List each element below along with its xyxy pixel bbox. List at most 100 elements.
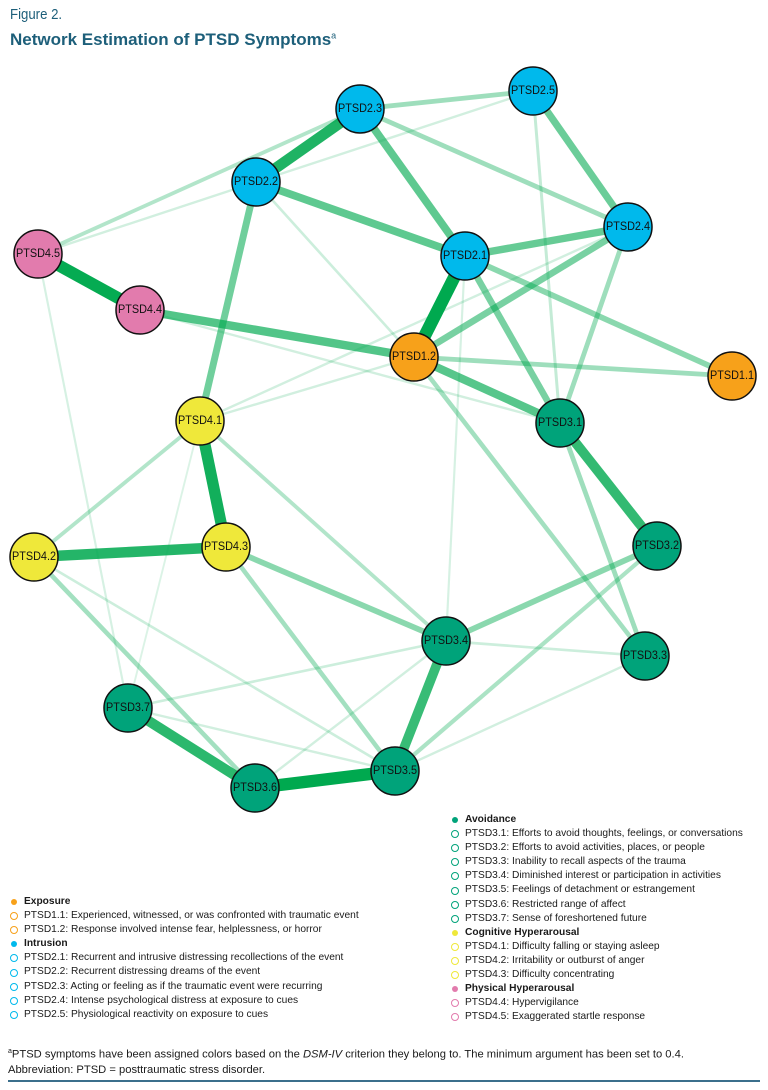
edge-PTSD2.3-PTSD2.4 <box>359 106 629 230</box>
node-circle <box>230 763 280 813</box>
node-label: PTSD4.2 <box>12 551 56 563</box>
node-label: PTSD3.2 <box>635 540 679 552</box>
title-footnote-marker: a <box>331 30 337 41</box>
node-label: PTSD3.1 <box>538 417 582 429</box>
hollow-circle-icon <box>10 996 18 1005</box>
edge-PTSD3.1-PTSD3.3 <box>557 422 648 657</box>
legend-item: PTSD3.1: Efforts to avoid thoughts, feel… <box>451 827 743 841</box>
edge-PTSD2.2-PTSD4.1 <box>196 181 260 422</box>
figure-title-text: Network Estimation of PTSD Symptoms <box>10 30 332 49</box>
node-PTSD3.7: PTSD3.7 <box>103 683 153 733</box>
edge-PTSD1.2-PTSD1.1 <box>413 354 733 379</box>
node-PTSD1.1: PTSD1.1 <box>707 351 757 401</box>
symptom-network: PTSD1.1PTSD1.2PTSD2.1PTSD2.2PTSD2.3PTSD2… <box>9 66 757 813</box>
legend-text: Avoidance <box>465 814 517 825</box>
legend-text: Physical Hyperarousal <box>465 983 575 995</box>
node-PTSD4.5: PTSD4.5 <box>13 229 63 279</box>
edge-PTSD2.2-PTSD1.2 <box>255 181 415 358</box>
legend-text: PTSD2.5: Physiological reactivity on exp… <box>24 1008 269 1020</box>
node-circle <box>201 522 251 572</box>
hollow-circle-icon <box>451 956 459 965</box>
edge-PTSD1.2-PTSD2.4 <box>412 224 630 360</box>
legend-text: PTSD3.7: Sense of foreshortened future <box>465 912 647 924</box>
filled-dot-icon <box>452 929 458 936</box>
legend-item: PTSD4.3: Difficulty concentrating <box>451 968 743 982</box>
legend-item: PTSD2.5: Physiological reactivity on exp… <box>10 1008 359 1022</box>
footnote-marker: a <box>8 1048 12 1055</box>
node-circle <box>535 398 585 448</box>
legend-item: PTSD3.7: Sense of foreshortened future <box>451 912 743 926</box>
legend-text: PTSD3.6: Restricted range of affect <box>465 898 626 910</box>
node-circle <box>175 396 225 446</box>
bottom-rule <box>8 1080 760 1082</box>
node-label: PTSD4.1 <box>178 415 222 427</box>
edge-PTSD2.4-PTSD3.1 <box>557 226 631 424</box>
hollow-circle-icon <box>451 999 459 1008</box>
edge-PTSD4.1-PTSD4.2 <box>32 419 202 559</box>
node-PTSD3.2: PTSD3.2 <box>632 521 682 571</box>
node-circle <box>370 746 420 796</box>
hollow-circle-icon <box>10 954 18 963</box>
hollow-circle-icon <box>451 914 459 923</box>
node-PTSD4.3: PTSD4.3 <box>201 522 251 572</box>
node-label: PTSD3.4 <box>424 635 469 647</box>
node-circle <box>603 202 653 252</box>
node-circle <box>103 683 153 733</box>
legend-item: PTSD4.5: Exaggerated startle response <box>451 1010 743 1024</box>
node-circle <box>620 631 670 681</box>
legend-category: Cognitive Hyperarousal <box>451 926 743 940</box>
figure-title: Network Estimation of PTSD Symptomsa <box>10 30 336 50</box>
node-PTSD1.2: PTSD1.2 <box>389 332 439 382</box>
legend-item: PTSD4.1: Difficulty falling or staying a… <box>451 940 743 954</box>
footnote: aPTSD symptoms have been assigned colors… <box>8 1044 768 1078</box>
legend-item: PTSD3.2: Efforts to avoid activities, pl… <box>451 841 743 855</box>
legend-item: PTSD2.3: Acting or feeling as if the tra… <box>10 980 359 994</box>
node-label: PTSD4.3 <box>204 541 248 553</box>
hollow-circle-icon <box>451 1013 459 1022</box>
node-PTSD2.4: PTSD2.4 <box>603 202 653 252</box>
node-circle <box>707 351 757 401</box>
legend-category: Exposure <box>10 895 359 909</box>
edge-PTSD3.7-PTSD3.4 <box>127 639 447 710</box>
hollow-circle-icon <box>10 912 18 921</box>
legend-text: PTSD3.3: Inability to recall aspects of … <box>465 856 686 868</box>
legend-text: PTSD4.1: Difficulty falling or staying a… <box>465 940 660 952</box>
node-label: PTSD4.5 <box>16 248 60 260</box>
hollow-circle-icon <box>451 942 459 951</box>
node-PTSD2.5: PTSD2.5 <box>508 66 558 116</box>
node-label: PTSD3.7 <box>106 702 150 714</box>
edge-PTSD4.2-PTSD4.3 <box>33 541 227 563</box>
legend-item: PTSD2.2: Recurrent distressing dreams of… <box>10 965 359 979</box>
edge-PTSD4.2-PTSD3.5 <box>33 555 396 773</box>
node-label: PTSD4.4 <box>118 304 163 316</box>
hollow-circle-icon <box>451 971 459 980</box>
node-circle <box>335 84 385 134</box>
legend-item: PTSD4.2: Irritability or outburst of ang… <box>451 954 743 968</box>
legend-text: PTSD4.2: Irritability or outburst of ang… <box>465 954 645 966</box>
filled-dot-icon <box>452 817 458 824</box>
legend-item: PTSD3.4: Diminished interest or particip… <box>451 869 743 883</box>
node-PTSD3.3: PTSD3.3 <box>620 631 670 681</box>
legend-text: PTSD2.4: Intense psychological distress … <box>24 994 299 1006</box>
node-circle <box>440 231 490 281</box>
node-label: PTSD2.2 <box>234 176 278 188</box>
edge-PTSD2.2-PTSD4.5 <box>37 180 257 256</box>
node-label: PTSD1.2 <box>392 351 436 363</box>
hollow-circle-icon <box>451 830 459 839</box>
hollow-circle-icon <box>451 900 459 909</box>
node-PTSD3.6: PTSD3.6 <box>230 763 280 813</box>
hollow-circle-icon <box>451 886 459 895</box>
edge-PTSD2.3-PTSD2.5 <box>359 88 534 112</box>
legend-text: PTSD1.1: Experienced, witnessed, or was … <box>24 910 359 922</box>
node-label: PTSD2.1 <box>443 250 487 262</box>
legend-text: PTSD3.4: Diminished interest or particip… <box>465 870 721 882</box>
hollow-circle-icon <box>10 968 18 977</box>
legend-item: PTSD3.3: Inability to recall aspects of … <box>451 855 743 869</box>
legend-text: PTSD4.3: Difficulty concentrating <box>465 969 615 981</box>
node-PTSD3.1: PTSD3.1 <box>535 398 585 448</box>
node-circle <box>231 157 281 207</box>
edge-PTSD3.5-PTSD3.3 <box>394 654 646 773</box>
node-label: PTSD1.1 <box>710 370 754 382</box>
